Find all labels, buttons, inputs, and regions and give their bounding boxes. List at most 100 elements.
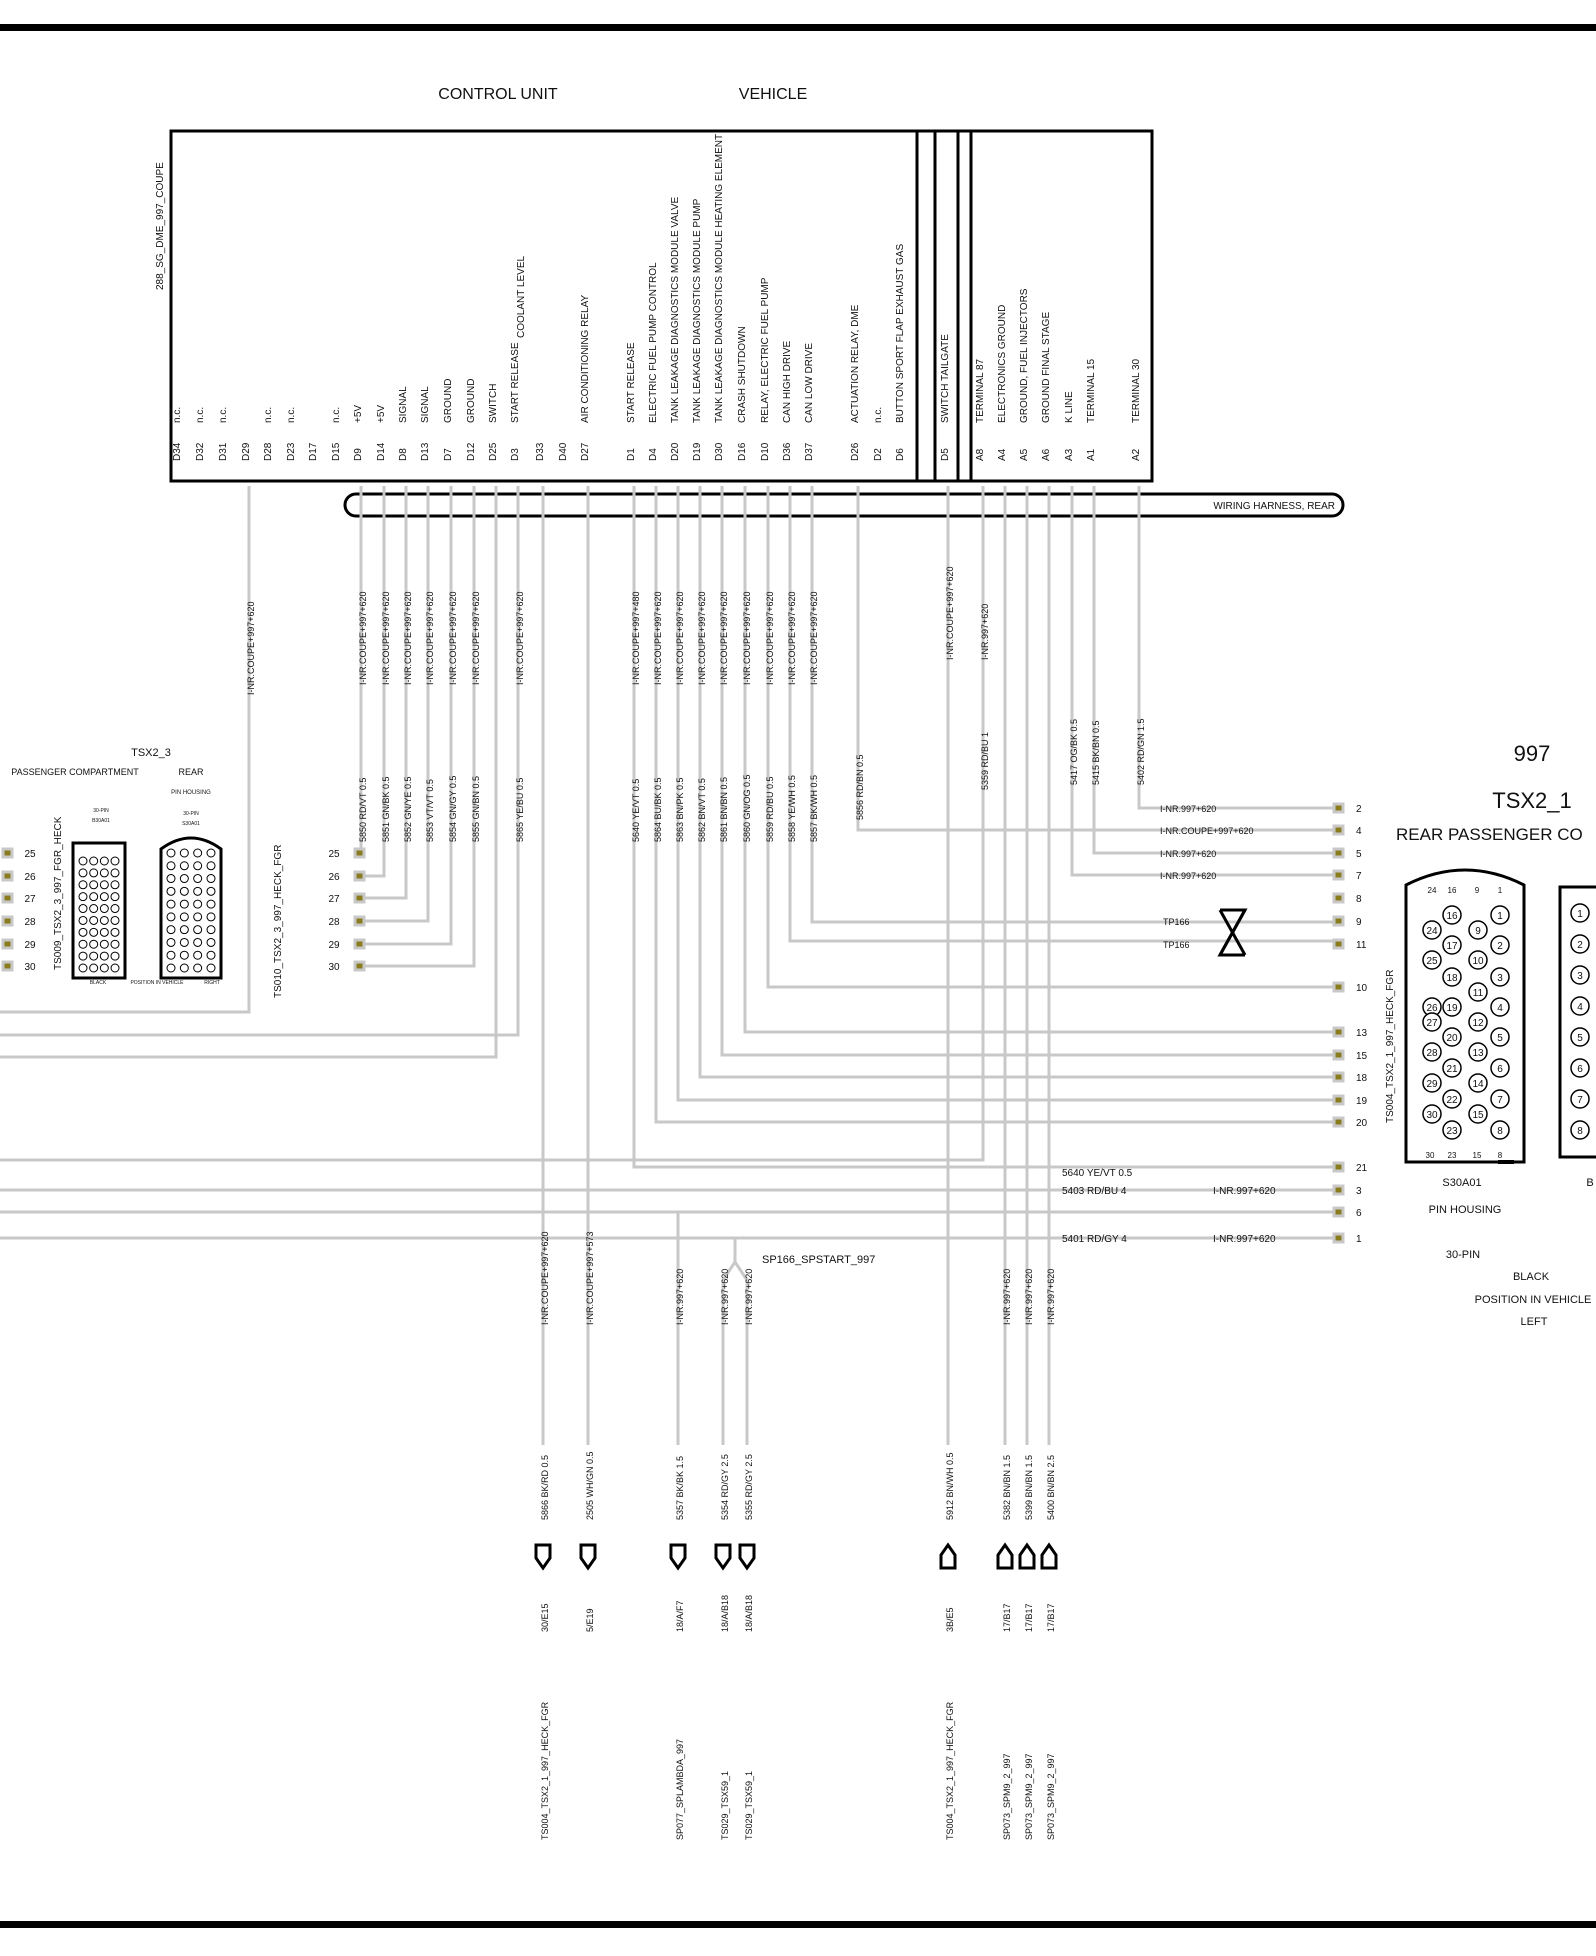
tsx2-1-left: LEFT xyxy=(1521,1316,1548,1328)
wire-upper-3 xyxy=(355,486,430,923)
tsx2-1-pin-circle-15 xyxy=(1468,1104,1488,1124)
terminal-3 xyxy=(714,1543,732,1571)
ecu-pin-desc-d27: AIR CONDITIONING RELAY xyxy=(580,295,591,423)
bottom-wire-label-7: 5399 BN/BN 1.5 xyxy=(1024,1455,1034,1520)
ecu-pin-desc-a2: TERMINAL 30 xyxy=(1131,358,1142,423)
tsx2-3-pin-marker-26 xyxy=(353,870,366,882)
wire-label-mid-5: 5860 GN/OG 0.5 xyxy=(742,774,752,842)
ecu-pin-desc-d13: SIGNAL xyxy=(420,386,431,423)
tsx2-1-pin-7: 7 xyxy=(1497,1095,1503,1106)
wire-code-upper-0: I-NR.COUPE+997+620 xyxy=(358,591,368,685)
tsx2-3-pin-25: 25 xyxy=(328,849,340,860)
right-pin-marker-11 xyxy=(1332,938,1345,950)
tp166-label-2: TP166 xyxy=(1163,940,1190,950)
tsx2-3-pin-marker-25 xyxy=(353,847,366,859)
wire-label-mid-4: 5861 BN/BN 0.5 xyxy=(719,777,729,842)
tsx2-3-position: POSITION IN VEHICLE xyxy=(130,980,184,986)
wire-label-mid-2: 5863 BN/PK 0.5 xyxy=(675,777,685,842)
right-pin-marker-8 xyxy=(1332,892,1345,904)
wire-label-mid-3: 5862 BN/VT 0.5 xyxy=(697,778,707,842)
tsx2-3-left-pin-marker-26 xyxy=(1,870,14,882)
ecu-pin-d40: D40 xyxy=(558,442,569,461)
ecu-pin-desc-d6: BUTTON SPORT FLAP EXHAUST GAS xyxy=(895,244,906,423)
ecu-pin-desc-d16: CRASH SHUTDOWN xyxy=(737,326,748,423)
ecu-pin-d1: D1 xyxy=(626,448,637,461)
ecu-box xyxy=(169,129,1154,483)
tsx2-1-pin-16: 16 xyxy=(1446,911,1458,922)
wire-mid-2 xyxy=(676,486,1340,1102)
ecu-pin-d37: D37 xyxy=(804,442,815,461)
tsx2-3-30pin-b: 30-PIN xyxy=(183,811,199,817)
tsx2-1-bottom-label-30: 30 xyxy=(1426,1151,1435,1160)
ecu-pin-desc-d37: CAN LOW DRIVE xyxy=(804,343,815,423)
wire-code-mid-0: I-NR.COUPE+997+480 xyxy=(631,591,641,685)
ecu-pin-desc-d34: n.c. xyxy=(172,407,183,423)
tsx2-1-black: BLACK xyxy=(1513,1271,1550,1283)
right-pin-marker-20 xyxy=(1332,1116,1345,1128)
bottom-wire-label-1: 2505 WH/GN 0.5 xyxy=(585,1451,595,1520)
right-label-7: I-NR.997+620 xyxy=(1160,871,1216,881)
tsx2-1-second-pin-circle-2 xyxy=(1570,934,1590,954)
tsx2-1-pin-circle-17 xyxy=(1442,935,1462,955)
tsx2-1-pin-circle-10 xyxy=(1468,950,1488,970)
tsx2-1-position: POSITION IN VEHICLE xyxy=(1475,1294,1592,1306)
connector-s30a01 xyxy=(159,836,223,980)
ecu-pin-d34: D34 xyxy=(172,442,183,461)
ecu-pin-d25: D25 xyxy=(488,442,499,461)
wire-a3 xyxy=(1070,486,1340,877)
right-pin-7: 7 xyxy=(1356,871,1362,882)
wire-code-mid-7: I-NR.COUPE+997+620 xyxy=(787,591,797,685)
right-pin-3: 3 xyxy=(1356,1186,1362,1197)
right-pin-15: 15 xyxy=(1356,1051,1368,1062)
tsx2-3-left-pin-marker-27 xyxy=(1,892,14,904)
tsx2-1-top-label-1: 1 xyxy=(1498,886,1503,895)
tsx2-1-pin-circle-6 xyxy=(1490,1058,1510,1078)
tsx2-1-pin-circle-18 xyxy=(1442,967,1462,987)
tsx2-1-model: 997 xyxy=(1514,741,1551,766)
bottom-wire-label-5: 5912 BN/WH 0.5 xyxy=(945,1452,955,1520)
wire-code-upper-4: I-NR.COUPE+997+620 xyxy=(448,591,458,685)
wire-label-mid-0: 5640 YE/VT 0.5 xyxy=(631,779,641,842)
ecu-pin-a1: A1 xyxy=(1086,448,1097,461)
wire-code-mid-8: I-NR.COUPE+997+620 xyxy=(809,591,819,685)
tsx2-1-pin-10: 10 xyxy=(1472,956,1484,967)
right-pin-10: 10 xyxy=(1356,983,1368,994)
ecu-pin-d36: D36 xyxy=(782,442,793,461)
ecu-pin-d5: D5 xyxy=(940,448,951,461)
tp166-label-1: TP166 xyxy=(1163,917,1190,927)
wire-code-a8: I-NR.997+620 xyxy=(980,604,990,660)
ecu-pin-desc-a8: TERMINAL 87 xyxy=(975,358,986,423)
right-pin-marker-9 xyxy=(1332,915,1345,927)
ecu-pin-desc-d36: CAN HIGH DRIVE xyxy=(782,340,793,423)
tsx2-1-block: 997 TSX2_1 REAR PASSENGER CO TS004_TSX2_… xyxy=(1385,741,1596,1328)
ecu-pin-desc-d15: n.c. xyxy=(331,407,342,423)
wire-d26 xyxy=(856,486,1340,832)
wire-code-d5: I-NR.COUPE+997+620 xyxy=(945,566,955,660)
tsx2-3-left-pin-29: 29 xyxy=(24,940,36,951)
tsx2-3-title: TSX2_3 xyxy=(131,747,171,759)
bottom-ref-7: 17/B17 xyxy=(1024,1603,1034,1632)
terminal-8 xyxy=(1040,1542,1058,1570)
ecu-pin-a3: A3 xyxy=(1064,448,1075,461)
wire-upper-4 xyxy=(355,486,453,946)
tsx2-1-key xyxy=(1498,1160,1514,1164)
ecu-pin-d16: D16 xyxy=(737,442,748,461)
bottom-ref-0: 30/E15 xyxy=(540,1603,550,1632)
tsx2-1-pin-8: 8 xyxy=(1497,1126,1503,1137)
tsx2-3-code-b: S30A01 xyxy=(182,821,200,827)
tsx2-3-left-pin-27: 27 xyxy=(24,894,36,905)
right-label-4: I-NR.COUPE+997+620 xyxy=(1160,826,1254,836)
right-pin-marker-5 xyxy=(1332,847,1345,859)
ecu-pin-desc-d19: TANK LEAKAGE DIAGNOSTICS MODULE PUMP xyxy=(692,198,703,423)
tsx2-1-second-pin-circle-5 xyxy=(1570,1027,1590,1047)
tsx2-1-pin-25: 25 xyxy=(1426,956,1438,967)
tsx2-3-left-pin-26: 26 xyxy=(24,872,36,883)
tsx2-1-pin-4: 4 xyxy=(1497,1003,1503,1014)
ecu-desc-coolant-level: COOLANT LEVEL xyxy=(516,255,527,338)
right-pin-5: 5 xyxy=(1356,849,1362,860)
bottom-wire-label-6: 5382 BN/BN 1.5 xyxy=(1002,1455,1012,1520)
tsx2-1-pin-27: 27 xyxy=(1426,1018,1438,1029)
right-label-5: I-NR.997+620 xyxy=(1160,849,1216,859)
